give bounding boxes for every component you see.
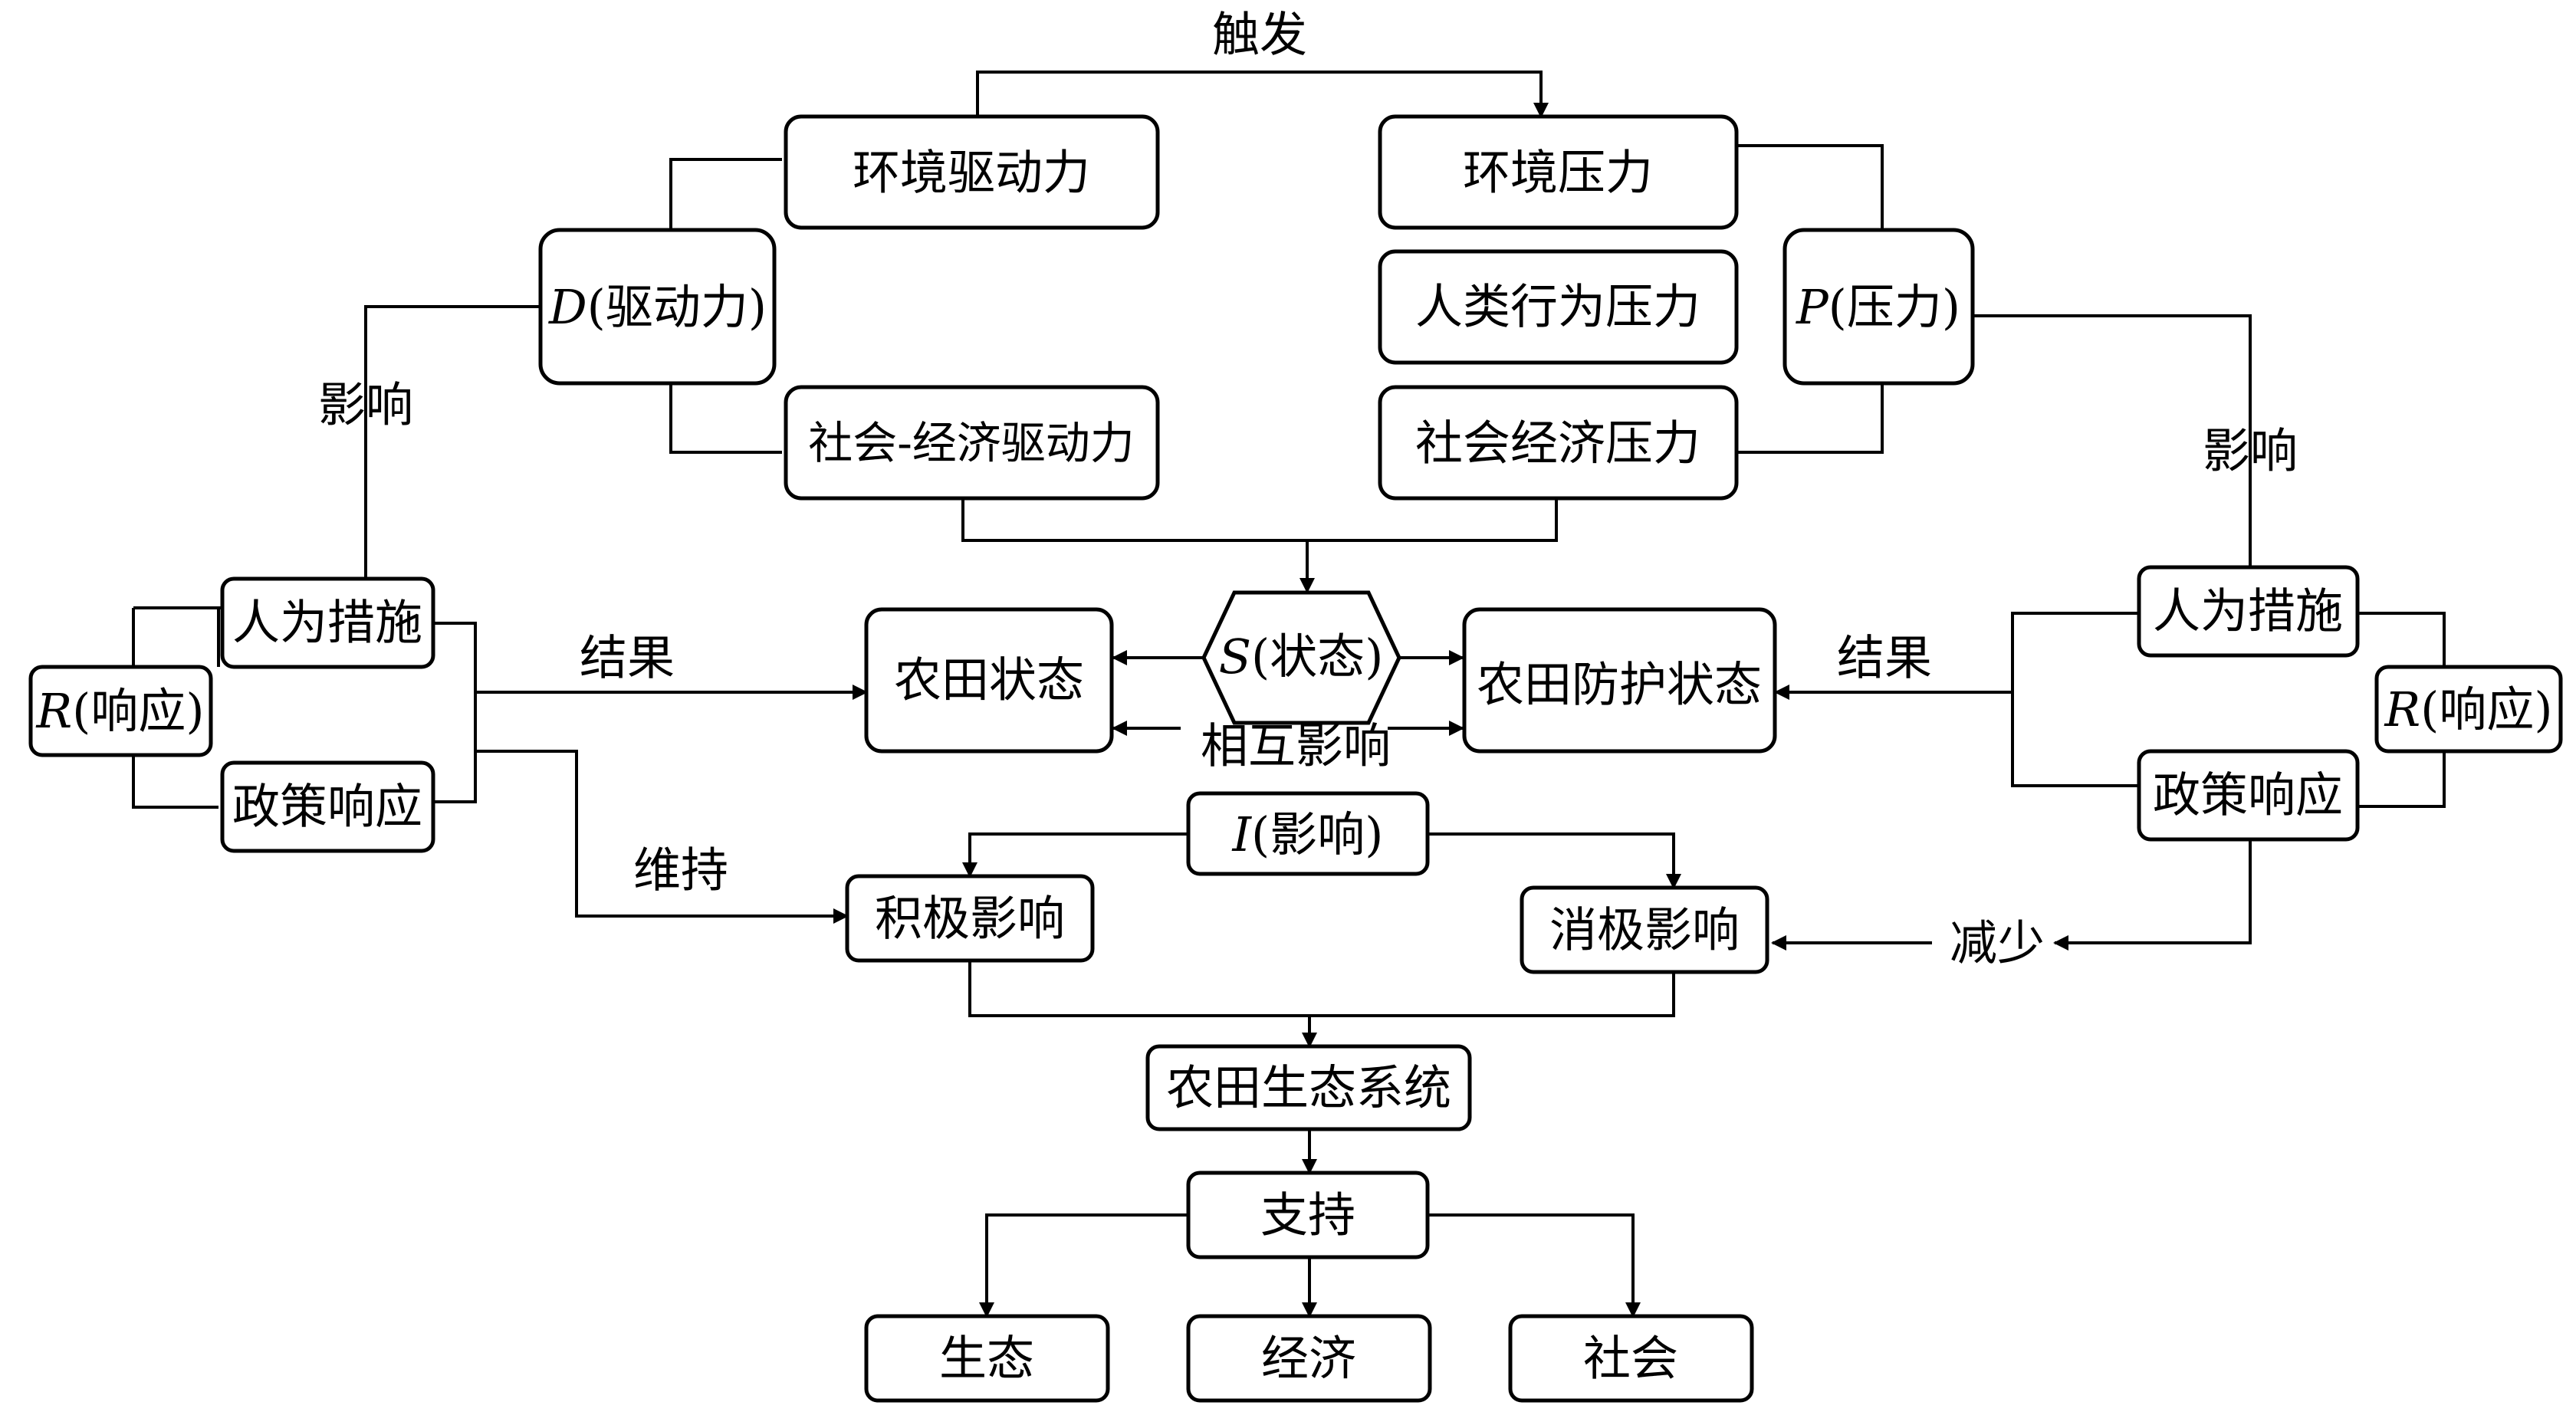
left-measures-label: 人为措施 xyxy=(232,595,422,651)
p-letter: P xyxy=(1796,279,1829,335)
right-r-text: (响应) xyxy=(2420,681,2552,737)
positive-label: 积极影响 xyxy=(875,891,1065,947)
right-response-bracket xyxy=(2011,612,2139,787)
right-influence-line xyxy=(1973,314,2252,567)
human-pressure-label: 人类行为压力 xyxy=(1415,279,1700,335)
i-text: (影响) xyxy=(1251,806,1383,862)
economy-box xyxy=(1186,1314,1432,1403)
left-measures-box xyxy=(220,576,435,669)
socio-driver-label: 社会-经济驱动力 xyxy=(808,417,1135,469)
negative-box xyxy=(1520,885,1769,974)
labels: 触发 环境驱动力 社会-经济驱动力 D(驱动力) 环境压力 人类行为压力 社会经… xyxy=(35,7,2552,1387)
p-box xyxy=(1783,228,1975,386)
d-label: D(驱动力) xyxy=(548,279,767,335)
right-result-label: 结果 xyxy=(1837,630,1932,686)
support-to-ecology-arrow xyxy=(979,1213,1188,1318)
left-r-text: (响应) xyxy=(72,683,204,739)
impact-merge-line xyxy=(968,960,1675,1017)
right-policy-label: 政策响应 xyxy=(2153,767,2343,823)
left-policy-label: 政策响应 xyxy=(232,779,422,835)
maintain-label: 维持 xyxy=(633,842,728,898)
protection-state-box xyxy=(1462,607,1777,754)
dp-merge-line xyxy=(961,500,1558,542)
left-r-bottom-line xyxy=(132,755,219,809)
right-policy-down-arrow xyxy=(2053,826,2252,951)
right-r-top-line xyxy=(2358,612,2446,667)
s-hexagon xyxy=(1201,590,1401,725)
i-label: I(影响) xyxy=(1232,806,1384,862)
left-r-letter: R xyxy=(35,683,72,739)
support-box xyxy=(1186,1171,1430,1259)
right-r-letter: R xyxy=(2384,681,2420,737)
left-influence-label: 影响 xyxy=(318,377,413,433)
d-to-socio-driver-line xyxy=(669,385,782,454)
env-pressure-label: 环境压力 xyxy=(1463,145,1653,201)
socio-pressure-label: 社会经济压力 xyxy=(1415,415,1700,471)
right-policy-box xyxy=(2137,749,2360,842)
farmland-state-label: 农田状态 xyxy=(894,652,1084,708)
right-r-bottom-line xyxy=(2358,750,2446,808)
farmland-state-box xyxy=(864,607,1114,754)
right-measures-box xyxy=(2137,565,2360,658)
p-label: P(压力) xyxy=(1796,279,1960,335)
s-letter: S xyxy=(1219,629,1251,685)
s-label: S(状态) xyxy=(1219,629,1384,685)
d-box xyxy=(538,228,777,386)
left-response-bracket xyxy=(432,622,477,803)
d-letter: D xyxy=(548,279,587,335)
mutual-influence-label: 相互影响 xyxy=(1201,718,1391,774)
maintain-arrow xyxy=(475,750,849,924)
left-r-box xyxy=(28,665,213,757)
ecosystem-label: 农田生态系统 xyxy=(1166,1060,1451,1116)
ecology-box xyxy=(864,1314,1110,1403)
ecology-label: 生态 xyxy=(939,1331,1034,1387)
left-policy-box xyxy=(220,760,435,853)
env-driver-box xyxy=(784,114,1160,230)
reduce-label: 减少 xyxy=(1950,915,2045,971)
i-box xyxy=(1186,791,1430,876)
ecosystem-box xyxy=(1145,1044,1472,1131)
i-to-negative-arrow xyxy=(1428,832,1681,889)
p-to-env-pressure-line xyxy=(1737,144,1884,228)
i-letter: I xyxy=(1232,806,1253,862)
left-r-label: R(响应) xyxy=(35,683,204,739)
p-text: (压力) xyxy=(1829,279,1960,335)
right-r-box xyxy=(2374,665,2563,754)
protection-state-label: 农田防护状态 xyxy=(1477,657,1762,713)
nodes xyxy=(28,114,2563,1403)
society-label: 社会 xyxy=(1583,1331,1678,1387)
trigger-label: 触发 xyxy=(1212,7,1307,63)
d-to-env-driver-line xyxy=(669,158,782,228)
env-pressure-box xyxy=(1378,114,1739,230)
right-r-label: R(响应) xyxy=(2384,681,2552,737)
env-driver-label: 环境驱动力 xyxy=(853,145,1090,201)
economy-label: 经济 xyxy=(1261,1331,1356,1387)
society-box xyxy=(1508,1314,1754,1403)
human-pressure-box xyxy=(1378,249,1739,365)
negative-label: 消极影响 xyxy=(1549,902,1740,958)
p-to-socio-pressure-line xyxy=(1737,385,1884,454)
s-text: (状态) xyxy=(1251,629,1383,685)
trigger-arrow xyxy=(970,71,1549,130)
positive-box xyxy=(845,874,1095,963)
i-to-positive-arrow xyxy=(962,832,1188,878)
left-result-label: 结果 xyxy=(580,630,675,686)
d-text: (驱动力) xyxy=(587,279,767,335)
right-measures-label: 人为措施 xyxy=(2153,583,2343,639)
socio-pressure-box xyxy=(1378,385,1739,501)
socio-driver-box xyxy=(784,385,1160,501)
support-label: 支持 xyxy=(1260,1187,1355,1243)
connectors xyxy=(132,71,2446,1318)
left-influence-line xyxy=(364,305,544,583)
support-to-society-arrow xyxy=(1428,1213,1641,1318)
right-influence-label: 影响 xyxy=(2203,423,2298,479)
